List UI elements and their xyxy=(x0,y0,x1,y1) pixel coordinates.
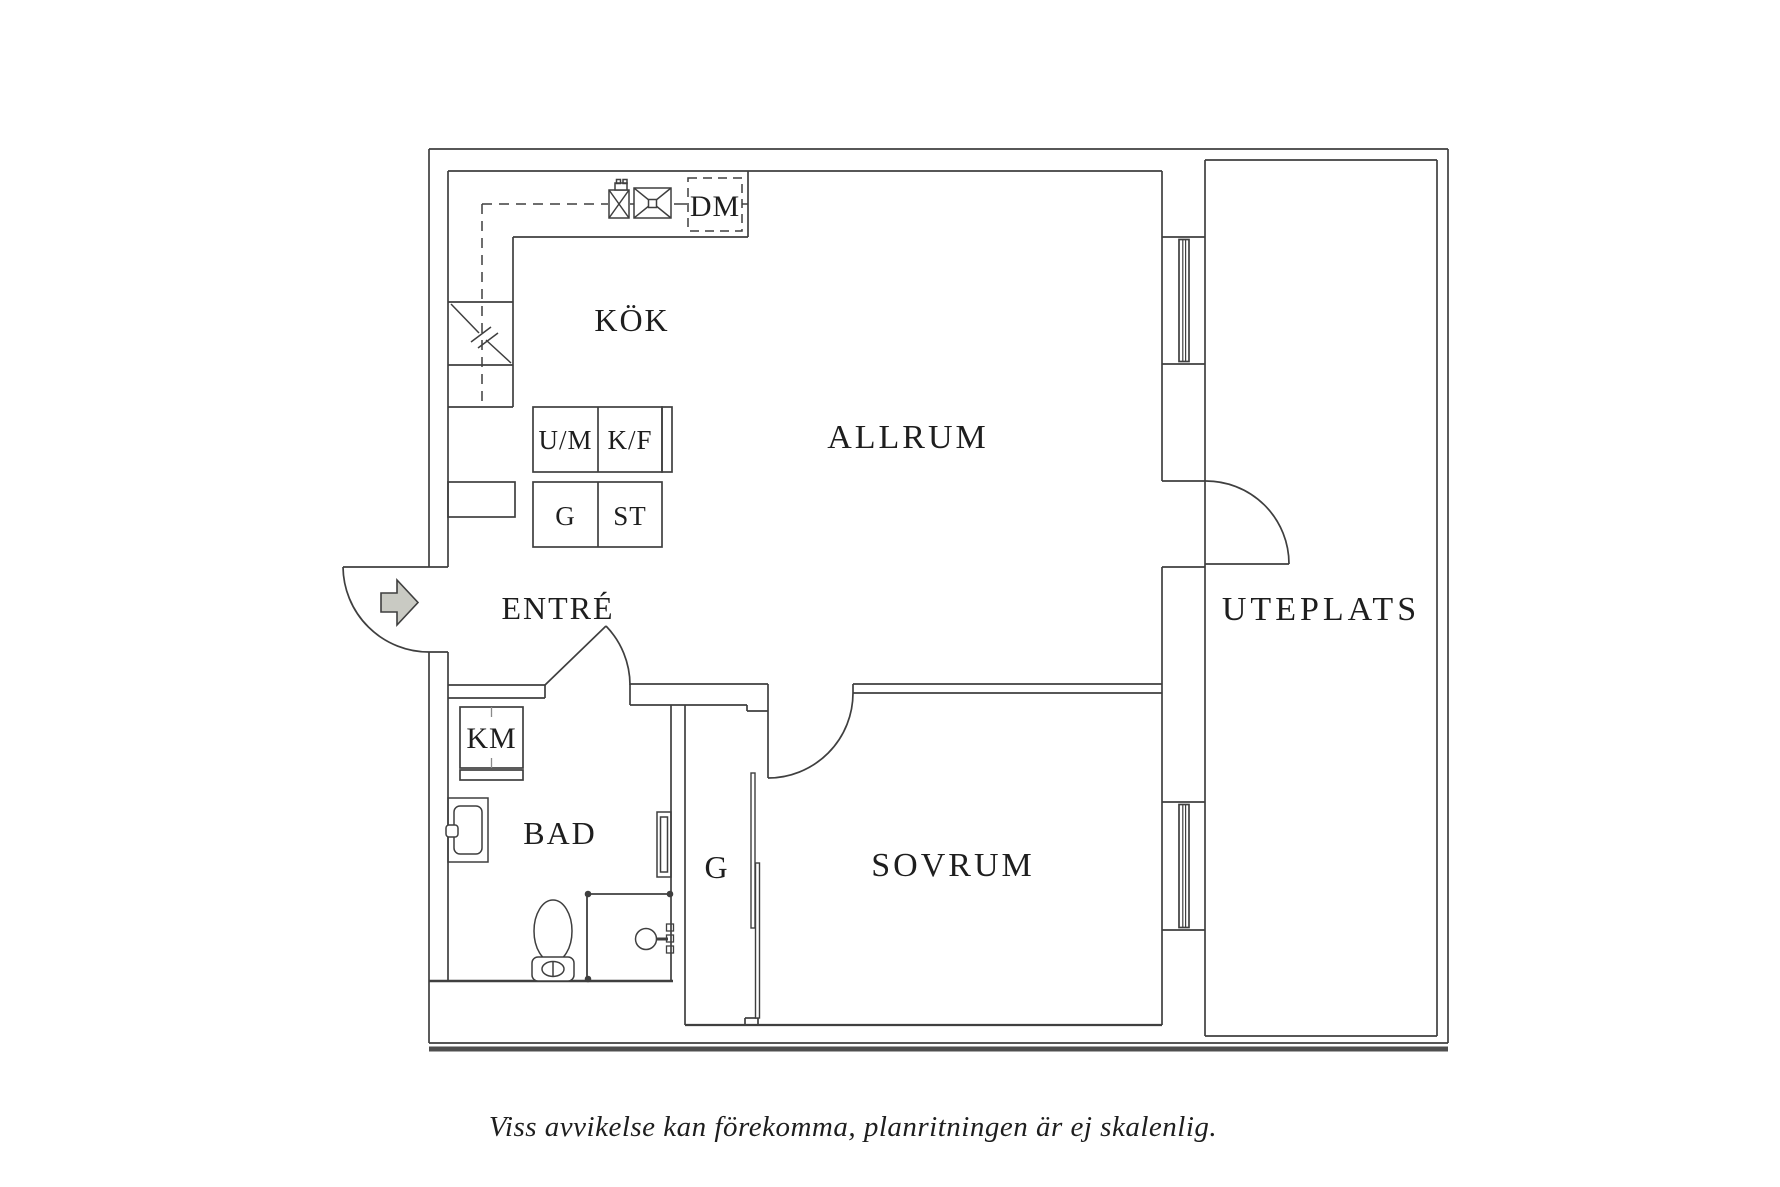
room-label-closet: G xyxy=(704,849,729,885)
outer-boundary xyxy=(428,148,1449,1044)
shower-icon xyxy=(584,890,675,983)
disclaimer-caption: Viss avvikelse kan förekomma, planritnin… xyxy=(489,1111,1217,1143)
bathroom-wall-cabinet xyxy=(656,811,672,878)
appliance-block-lower xyxy=(532,481,663,548)
window-bedroom xyxy=(1162,801,1205,931)
washing-machine-icon xyxy=(459,706,524,781)
dishwasher-dashed-box xyxy=(687,177,743,232)
entrance-door-swing xyxy=(342,566,448,653)
room-label-entry: ENTRÉ xyxy=(501,590,614,626)
room-label-living: ALLRUM xyxy=(827,419,989,456)
sink-large-icon xyxy=(633,187,672,219)
room-label-bedroom: SOVRUM xyxy=(871,847,1034,884)
room-label-bathroom: BAD xyxy=(523,815,597,851)
patio-door-swing xyxy=(1162,480,1290,568)
shaft-symbol xyxy=(450,303,512,364)
window-living-room xyxy=(1162,236,1205,365)
closet-sliding-doors xyxy=(750,772,761,1019)
entry-shelf xyxy=(447,481,516,518)
bathroom-door-swing xyxy=(544,625,631,686)
appliance-block-upper xyxy=(532,406,673,473)
bedroom-door-swing xyxy=(767,692,854,779)
unit-label-washer: KM xyxy=(466,722,516,755)
unit-label-wardrobe: G xyxy=(555,501,576,531)
room-label-patio: UTEPLATS xyxy=(1222,591,1420,628)
room-label-kitchen: KÖK xyxy=(594,302,669,338)
washbasin-icon xyxy=(445,797,489,863)
entrance-arrow-icon xyxy=(380,577,420,628)
overhead-cabinet-dashed xyxy=(481,203,608,402)
kitchen-counter xyxy=(448,171,749,408)
unit-label-oven-micro: U/M xyxy=(538,425,592,455)
toilet-icon xyxy=(531,899,575,982)
labels: KÖK ALLRUM UTEPLATS ENTRÉ BAD SOVRUM G D… xyxy=(466,190,1420,1143)
inner-walls xyxy=(429,170,1163,1027)
unit-label-dishwasher: DM xyxy=(690,190,740,223)
unit-label-cleaning: ST xyxy=(613,501,647,531)
sink-small-icon xyxy=(608,178,630,219)
patio-boundary xyxy=(1204,159,1438,1037)
floorplan-linework xyxy=(342,148,1449,1052)
unit-label-fridge-freezer: K/F xyxy=(607,425,652,455)
